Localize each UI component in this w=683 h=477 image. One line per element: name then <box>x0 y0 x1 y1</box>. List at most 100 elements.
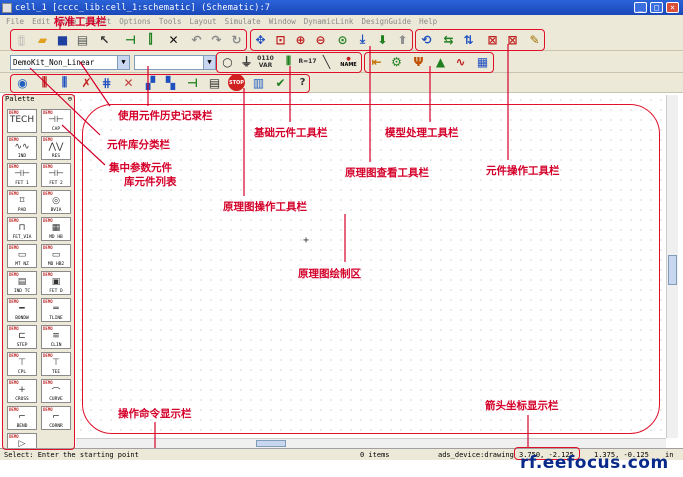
menu-help[interactable]: Help <box>419 16 438 26</box>
menu-view[interactable]: View <box>58 16 77 26</box>
palette-item[interactable]: DEMO⊤CPL <box>7 352 37 376</box>
zoom-in-icon[interactable]: ⊕ <box>295 32 306 47</box>
palette-item[interactable]: DEMO▤IND TC <box>7 271 37 295</box>
menu-designguide[interactable]: DesignGuide <box>361 16 412 26</box>
menu-insert[interactable]: Insert <box>84 16 112 26</box>
hierarchy-icon[interactable]: ⚙ <box>391 54 402 69</box>
netlist-icon[interactable]: ⋕ <box>101 75 112 90</box>
close-button[interactable]: × <box>666 2 679 13</box>
waveform-icon[interactable]: ∿ <box>455 54 466 69</box>
minimize-button[interactable]: _ <box>634 2 647 13</box>
eye-icon[interactable]: ◉ <box>17 75 28 90</box>
probe-icon[interactable]: Ψ <box>413 54 424 69</box>
optimize-icon[interactable]: ✗ <box>81 75 92 90</box>
repeat-icon[interactable]: ↻ <box>231 32 242 47</box>
chevron-down-icon[interactable]: ▼ <box>117 56 129 69</box>
generate-layout-icon[interactable]: ▞ <box>145 75 156 90</box>
menu-window[interactable]: Window <box>268 16 296 26</box>
pop-down-icon[interactable]: ⬇ <box>377 32 388 47</box>
document-icon[interactable]: ▤ <box>208 75 221 90</box>
zoom-fit-icon[interactable]: ⊙ <box>337 32 348 47</box>
menu-layout[interactable]: Layout <box>189 16 217 26</box>
palette-item[interactable]: DEMO⊣⊢FET 1 <box>7 163 37 187</box>
push-icon[interactable]: ⤓ <box>359 32 366 46</box>
zoom-area-icon[interactable]: ⊡ <box>275 32 286 47</box>
name-tool-icon[interactable]: ●NAME <box>340 55 357 68</box>
palette-item[interactable]: DEMO▣FET D <box>41 271 71 295</box>
r17-icon[interactable]: R=17 <box>299 53 317 70</box>
palette-item[interactable]: DEMO⌒CURVE <box>41 379 71 403</box>
menu-tools[interactable]: Tools <box>158 16 182 26</box>
maximize-button[interactable]: □ <box>650 2 663 13</box>
palette-item[interactable]: DEMO⊓FET_VIA <box>7 217 37 241</box>
palette-item[interactable]: DEMO⊣⊢CAP <box>41 109 71 133</box>
short-icon[interactable]: ⊠ <box>507 32 518 47</box>
pop-up-icon[interactable]: ⬆ <box>397 32 408 47</box>
collapse-icon[interactable]: ⊖ <box>67 95 72 103</box>
menu-simulate[interactable]: Simulate <box>224 16 261 26</box>
mirror-x-icon[interactable]: ⇆ <box>443 32 454 47</box>
ground-icon[interactable]: ⏚ <box>240 55 253 69</box>
palette-item[interactable]: DEMO+CROSS <box>7 379 37 403</box>
delete-icon[interactable]: ✕ <box>168 32 179 47</box>
arrow-left-icon[interactable]: ⇤ <box>371 54 382 69</box>
menu-dynamiclink[interactable]: DynamicLink <box>303 16 354 26</box>
menu-options[interactable]: Options <box>119 16 151 26</box>
tune-icon[interactable]: ⫼ <box>61 75 68 89</box>
var-icon[interactable]: 0110 VAR <box>257 53 274 70</box>
schematic-canvas[interactable]: + <box>76 95 666 438</box>
chevron-down-icon[interactable]: ▼ <box>203 56 215 69</box>
mirror-y-icon[interactable]: ⇅ <box>463 32 474 47</box>
palette-item[interactable]: DEMO━BONDW <box>7 298 37 322</box>
horizontal-scroll-thumb[interactable] <box>256 440 286 447</box>
save-icon[interactable]: ■ <box>56 32 69 47</box>
activate-icon[interactable]: ✎ <box>529 32 540 47</box>
component-history-select[interactable]: ▼ <box>134 55 216 70</box>
menu-edit[interactable]: Edit <box>32 16 51 26</box>
undo-icon[interactable]: ↶ <box>191 32 202 47</box>
print-icon[interactable]: ▤ <box>76 32 89 47</box>
copy-layout-icon[interactable]: ▚ <box>165 75 176 90</box>
vertical-scrollbar[interactable] <box>666 95 678 438</box>
pointer-icon[interactable]: ↖ <box>99 32 110 47</box>
tree-icon[interactable]: ▲ <box>435 54 446 69</box>
move-icon[interactable]: ✥ <box>255 32 266 47</box>
palette-item[interactable]: DEMO═TLINE <box>41 298 71 322</box>
library-category-select[interactable]: DemoKit_Non_Linear ▼ <box>10 55 130 70</box>
palette-item[interactable]: DEMO▦MD HB <box>41 217 71 241</box>
palette-item[interactable]: DEMO▭MT NZ <box>7 244 37 268</box>
horizontal-scrollbar[interactable] <box>76 438 666 448</box>
open-folder-icon[interactable]: ▰ <box>37 32 48 47</box>
wire-icon[interactable]: ⊣ <box>125 32 136 47</box>
display-data-icon[interactable]: ▥ <box>252 75 265 90</box>
pin-icon[interactable]: ⫿ <box>148 32 153 46</box>
palette-item[interactable]: DEMO◎BVIA <box>41 190 71 214</box>
palette-item[interactable]: DEMO⋀⋁RES <box>41 136 71 160</box>
clear-icon[interactable]: ✕ <box>123 75 134 90</box>
symbol-icon[interactable]: ▦ <box>476 54 489 69</box>
menu-file[interactable]: File <box>6 16 25 26</box>
simulate-icon[interactable]: ✔ <box>275 75 286 90</box>
stop-icon[interactable]: STOP <box>228 74 245 91</box>
palette-item[interactable]: DEMO▭MD HB2 <box>41 244 71 268</box>
palette-item[interactable]: DEMO∿∿IND <box>7 136 37 160</box>
wire-label-icon[interactable]: ⦀ <box>285 54 292 68</box>
new-file-icon[interactable]: ▯ <box>18 32 25 47</box>
line-icon[interactable]: ╲ <box>322 54 331 69</box>
palette-item[interactable]: DEMO⊣⊢FET 2 <box>41 163 71 187</box>
deactivate-icon[interactable]: ⊠ <box>487 32 498 47</box>
wire-bus-icon[interactable]: ⊣ <box>187 75 198 90</box>
help-icon[interactable]: ? <box>294 74 311 91</box>
vertical-scroll-thumb[interactable] <box>668 255 677 285</box>
palette-item[interactable]: DEMO⊏STEP <box>7 325 37 349</box>
zoom-out-icon[interactable]: ⊖ <box>315 32 326 47</box>
palette-item[interactable]: DEMO⌐BEND <box>7 406 37 430</box>
port-icon[interactable]: ○ <box>222 54 233 69</box>
redo-icon[interactable]: ↷ <box>211 32 222 47</box>
palette-item[interactable]: DEMO≡CLIN <box>41 325 71 349</box>
palette-item[interactable]: DEMO⌐CORNR <box>41 406 71 430</box>
rotate-icon[interactable]: ⟲ <box>421 32 432 47</box>
palette-item[interactable]: DEMO⌑PAD <box>7 190 37 214</box>
palette-item[interactable]: DEMO⊤TEE <box>41 352 71 376</box>
